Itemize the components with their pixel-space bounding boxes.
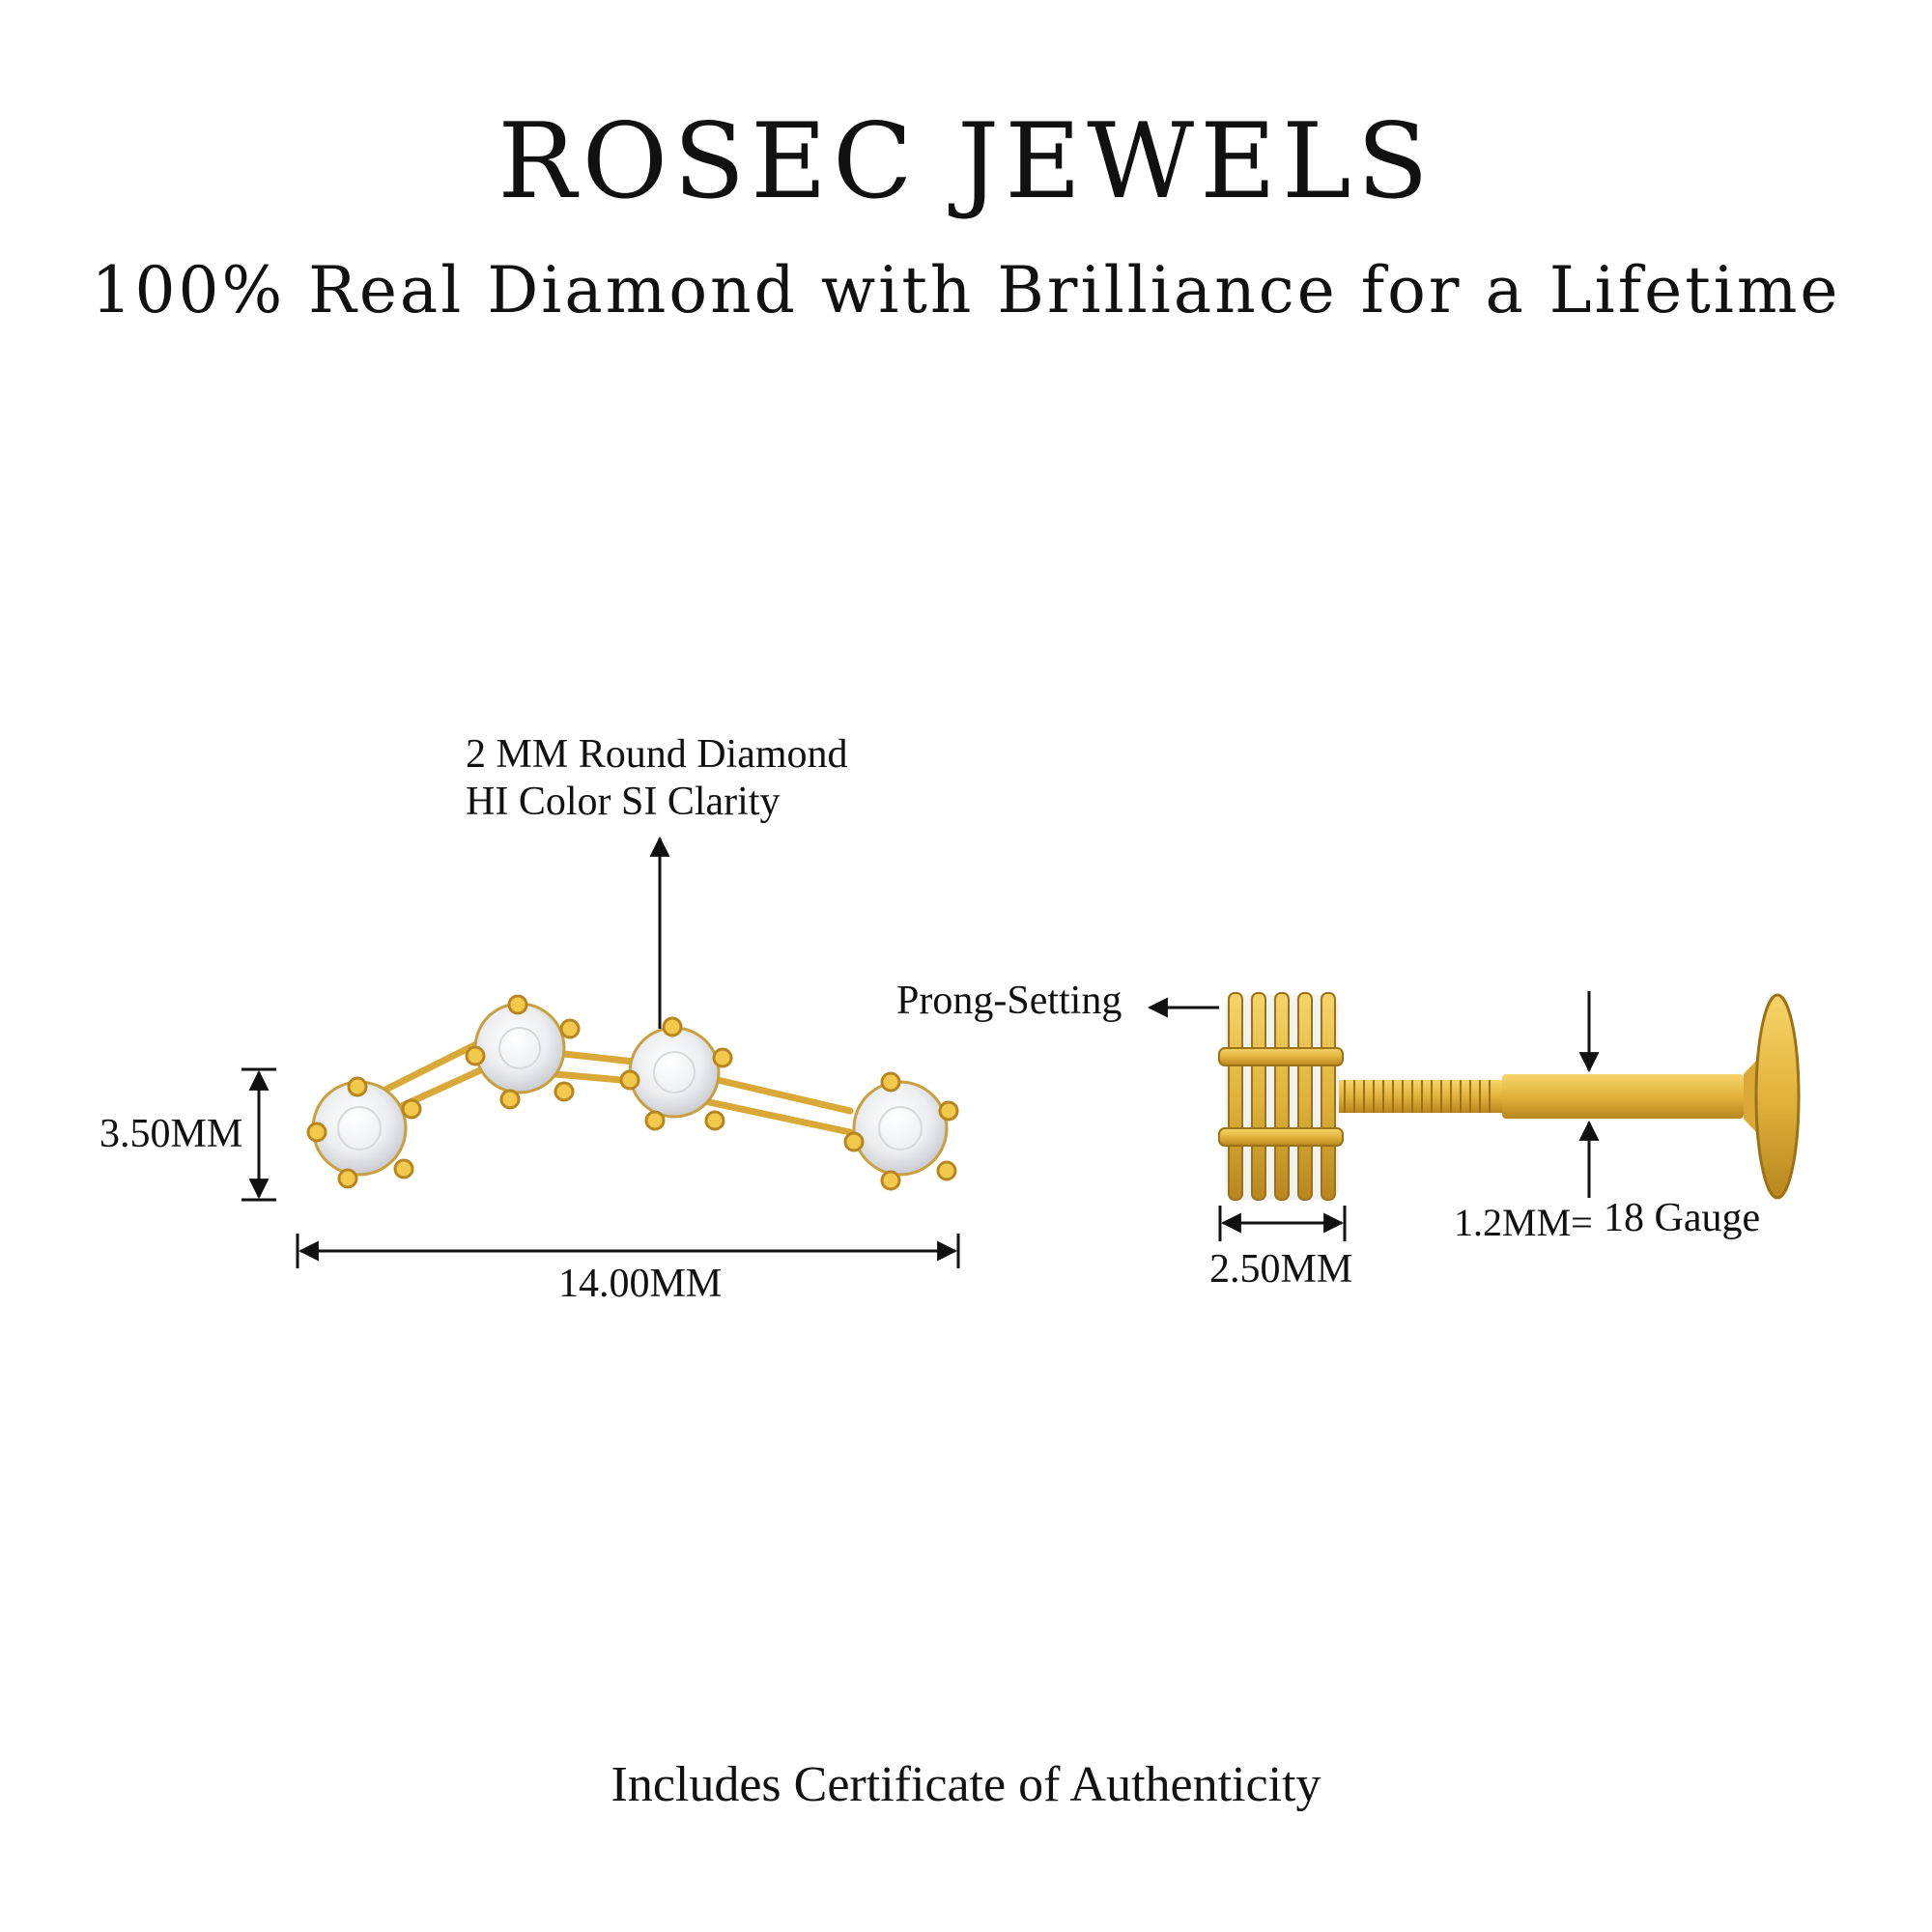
certificate-note: Includes Certificate of Authenticity [611,1757,1321,1812]
post-shaft [1502,1074,1744,1119]
stone-spec-line2: HI Color SI Clarity [466,780,781,824]
gauge-label: 18 Gauge [1604,1196,1761,1240]
prong-setting-label: Prong-Setting [896,979,1122,1023]
prongs [306,994,959,1191]
flat-back-disc [1754,993,1801,1200]
width-dimension [296,1234,960,1268]
width-label: 14.00MM [558,1262,723,1306]
brand-title: ROSEC JEWELS [497,101,1435,222]
diamond-stone [473,1002,566,1094]
head-width-label: 2.50MM [1209,1247,1353,1292]
diamond-stone [628,1026,721,1119]
head-width-dimension [1218,1206,1347,1241]
diamond-stone [852,1080,949,1177]
height-dimension [242,1067,276,1202]
earring-front-view [306,994,959,1191]
prong-head [1218,992,1344,1201]
earring-side-view [1218,992,1801,1201]
threaded-post [1338,1080,1502,1113]
gauge-mm-label: 1.2MM= [1454,1201,1593,1244]
stone-spec-line1: 2 MM Round Diamond [466,732,848,777]
height-label: 3.50MM [99,1112,243,1156]
tagline: 100% Real Diamond with Brilliance for a … [91,253,1841,327]
